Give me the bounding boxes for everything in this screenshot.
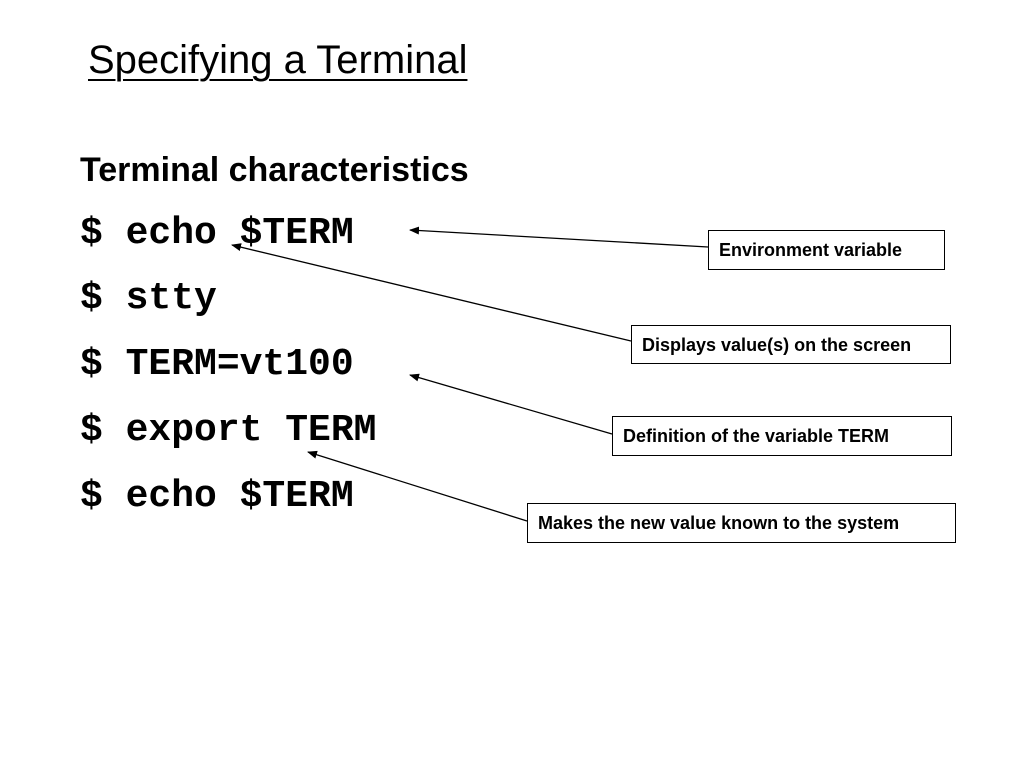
slide-title: Specifying a Terminal (88, 38, 468, 82)
arrow-definition-term (409, 373, 613, 435)
command-echo-term: $ echo $TERM (80, 212, 354, 255)
arrow-environment-variable (409, 226, 709, 248)
command-echo-term-again: $ echo $TERM (80, 475, 354, 518)
callout-definition-term: Definition of the variable TERM (612, 416, 952, 456)
command-stty: $ stty (80, 277, 217, 320)
command-export-term: $ export TERM (80, 409, 377, 452)
command-term-assign: $ TERM=vt100 (80, 343, 354, 386)
callout-environment-variable: Environment variable (708, 230, 945, 270)
callout-makes-known: Makes the new value known to the system (527, 503, 956, 543)
arrow-displays-value (231, 243, 632, 342)
slide-subtitle: Terminal characteristics (80, 151, 469, 189)
callout-displays-value: Displays value(s) on the screen (631, 325, 951, 364)
